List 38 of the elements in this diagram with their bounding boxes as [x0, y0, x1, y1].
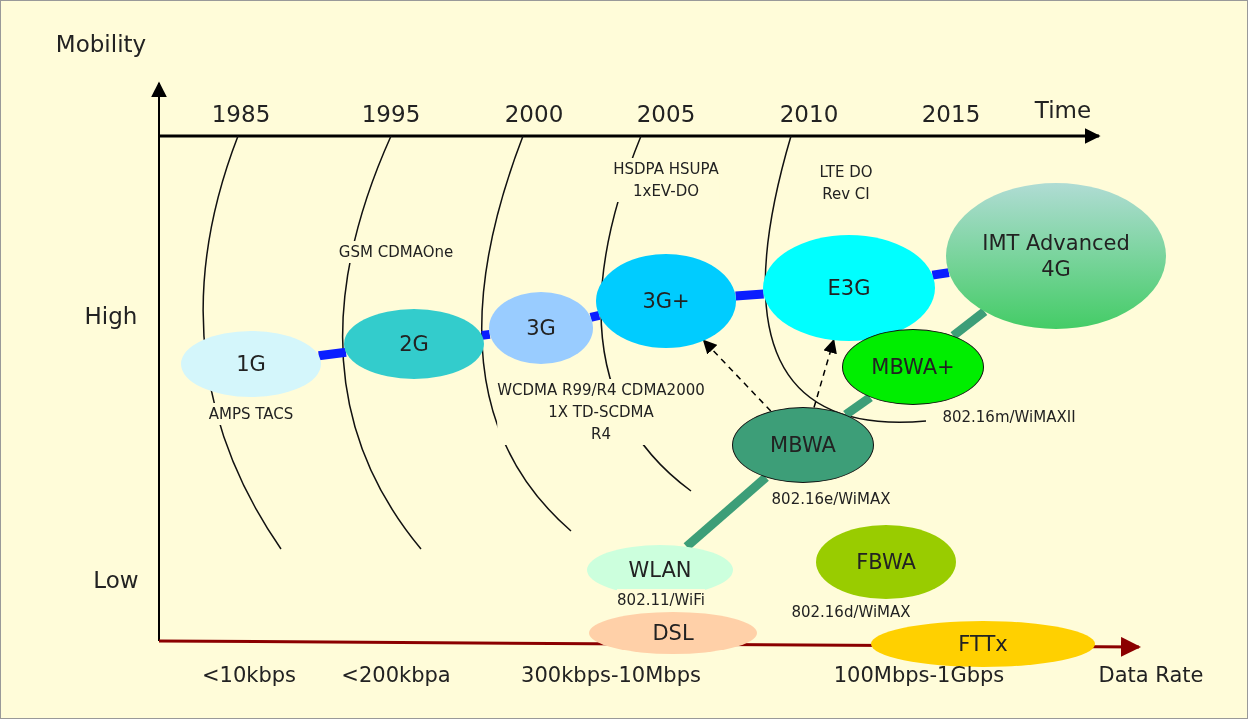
year-label: 1995: [361, 101, 421, 127]
year-label: 1985: [211, 101, 271, 127]
evolution-line: [318, 347, 347, 361]
dashed-arrow: [813, 338, 837, 409]
node-label: FTTx: [958, 631, 1008, 657]
node-label: MBWA+: [871, 354, 955, 380]
year-label: 2000: [504, 101, 564, 127]
data-rate-label: <10kbps: [201, 663, 297, 687]
axis-title: Time: [1034, 97, 1092, 123]
data-rate-label: <200kbpa: [341, 663, 451, 687]
node-label: 3G: [526, 315, 556, 341]
data-rate-label: 300kbps-10Mbps: [521, 663, 701, 687]
node-label: IMT Advanced 4G: [981, 230, 1131, 282]
evolution-line: [950, 307, 988, 340]
node-label: 3G+: [642, 288, 690, 314]
node-label: DSL: [652, 620, 694, 646]
mobility-label: High: [84, 303, 138, 329]
technology-caption: HSDPA HSUPA 1xEV-DO: [613, 158, 719, 202]
dashed-arrow: [702, 339, 772, 412]
node-label: 1G: [236, 351, 266, 377]
technology-caption: GSM CDMAOne: [338, 241, 454, 263]
node-label: WLAN: [628, 557, 692, 583]
node-label: 2G: [399, 331, 429, 357]
mobility-label: Low: [93, 567, 139, 593]
year-label: 2010: [779, 101, 839, 127]
node-label: MBWA: [770, 432, 836, 458]
technology-caption: AMPS TACS: [208, 403, 294, 425]
axis-title: Mobility: [55, 31, 147, 57]
data-rate-label: Data Rate: [1098, 663, 1204, 687]
technology-caption: WCDMA R99/R4 CDMA2000 1X TD-SCDMA R4: [497, 379, 705, 445]
year-label: 2015: [921, 101, 981, 127]
node-label: E3G: [827, 275, 871, 301]
evolution-line: [931, 268, 950, 280]
evolution-line: [735, 289, 764, 301]
node-label: FBWA: [856, 549, 916, 575]
evolution-line: [843, 393, 873, 419]
data-rate-label: 100Mbps-1Gbps: [833, 663, 1005, 687]
year-label: 2005: [636, 101, 696, 127]
